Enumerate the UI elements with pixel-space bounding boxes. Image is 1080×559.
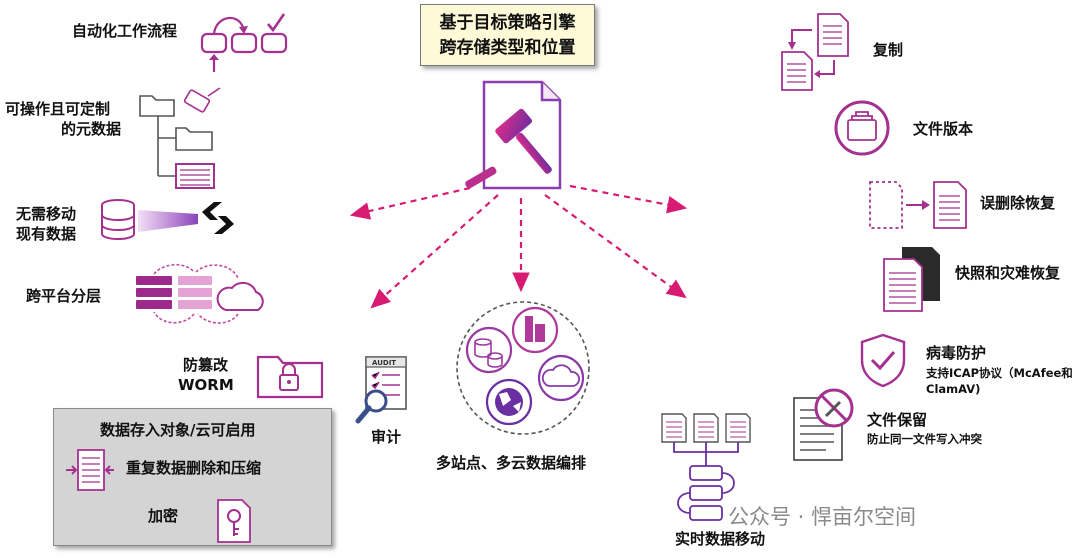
replicate-icon <box>778 12 854 92</box>
replicate-label: 复制 <box>873 41 904 59</box>
undelete-label: 误删除恢复 <box>980 194 1056 212</box>
metadata-label-2: 的元数据 <box>61 120 122 138</box>
antivirus-sub-1: 支持ICAP协议（McAfee和 <box>926 366 1073 380</box>
gavel-document-icon <box>460 78 570 193</box>
versioning-icon <box>832 98 892 158</box>
realtime-label: 实时数据移动 <box>675 530 766 548</box>
title-line2: 跨存储类型和位置 <box>439 38 576 58</box>
workflow-icon <box>198 8 290 74</box>
undelete-icon <box>866 180 970 232</box>
retention-icon <box>790 388 860 464</box>
versioning-label: 文件版本 <box>913 120 974 138</box>
snapshot-icon <box>880 245 944 313</box>
retention-sub: 防止同一文件写入冲突 <box>867 432 982 446</box>
metadata-label-1: 可操作且可定制 <box>5 100 111 118</box>
policy-engine-title: 基于目标策略引擎 跨存储类型和位置 <box>420 4 595 66</box>
tiering-icon <box>134 262 266 328</box>
realtime-flow-icon <box>656 412 756 530</box>
object-cloud-panel <box>53 408 332 546</box>
title-line1: 基于目标策略引擎 <box>439 13 576 33</box>
encrypt-label: 加密 <box>148 507 179 525</box>
audit-icon <box>352 355 414 427</box>
audit-tag: AUDIT <box>372 359 397 367</box>
inplace-label-2: 现有数据 <box>16 225 77 243</box>
tiering-label: 跨平台分层 <box>26 287 102 305</box>
antivirus-shield-icon <box>858 332 908 388</box>
panel-title: 数据存入对象/云可启用 <box>100 421 256 439</box>
audit-label: 审计 <box>371 428 402 446</box>
watermark: 公众号 · 悍亩尔空间 <box>728 505 917 529</box>
retention-label: 文件保留 <box>867 411 928 429</box>
compress-document-icon <box>66 448 114 492</box>
multisite-label: 多站点、多云数据编排 <box>436 454 587 472</box>
inplace-label-1: 无需移动 <box>16 205 77 223</box>
folder-tree-icon <box>138 86 228 192</box>
key-document-icon <box>214 498 254 544</box>
snapshot-label: 快照和灾难恢复 <box>955 264 1061 282</box>
antivirus-sub-2: ClamAV) <box>926 382 981 396</box>
dedupe-label: 重复数据删除和压缩 <box>126 459 262 477</box>
antivirus-label: 病毒防护 <box>926 344 987 362</box>
workflow-label: 自动化工作流程 <box>72 22 178 40</box>
worm-label-2: WORM <box>178 376 234 394</box>
locked-folder-icon <box>256 351 326 401</box>
database-beam-icon <box>98 196 250 246</box>
multicloud-cluster-icon <box>453 298 593 438</box>
worm-label-1: 防篡改 <box>183 356 229 374</box>
